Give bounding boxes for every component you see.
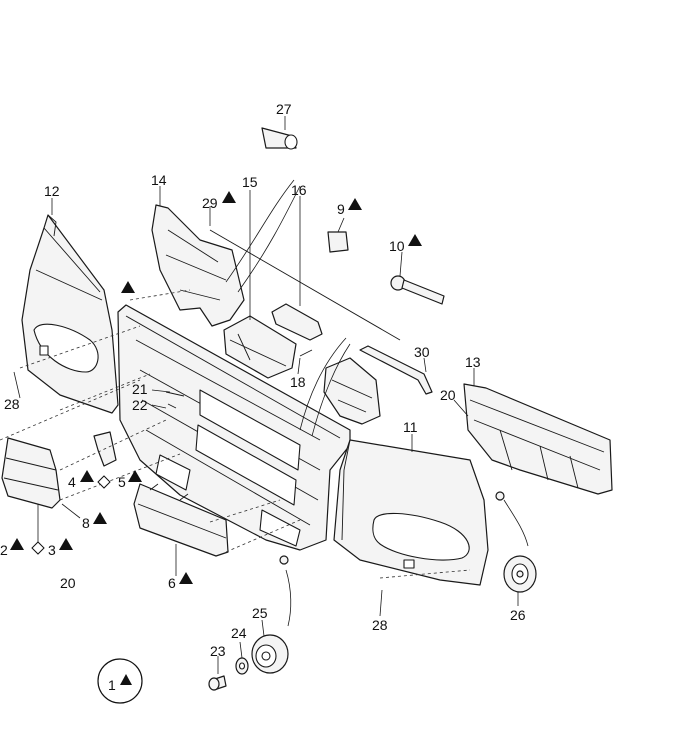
callout-21: 21	[132, 381, 148, 397]
triangle-icon	[59, 538, 73, 550]
washer-24	[235, 657, 249, 675]
link-arm	[359, 345, 433, 395]
triangle-icon	[128, 470, 142, 482]
clip-part	[327, 231, 349, 253]
mount-bracket	[271, 303, 323, 341]
pulley-26	[503, 555, 537, 593]
callout-26: 26	[510, 607, 526, 623]
callout-28-right: 28	[372, 617, 388, 633]
triangle-icon	[121, 281, 135, 293]
left-corner-panel	[21, 214, 119, 414]
right-corner-panel	[333, 439, 489, 586]
callout-23: 23	[210, 643, 226, 659]
center-bracket	[323, 357, 381, 425]
callout-4: 4	[68, 474, 76, 490]
left-bracket-assembly	[151, 204, 245, 327]
spring-pin	[299, 349, 313, 357]
callout-10: 10	[389, 238, 405, 254]
callout-1: 1	[108, 677, 116, 693]
grille-frame	[117, 304, 351, 551]
triangle-icon	[348, 198, 362, 210]
callout-24: 24	[231, 625, 247, 641]
triangle-icon	[120, 674, 132, 685]
callout-18: 18	[290, 374, 306, 390]
callout-12: 12	[44, 183, 60, 199]
triangle-icon	[222, 191, 236, 203]
plug-fitting	[261, 127, 298, 150]
callout-8: 8	[82, 515, 90, 531]
triangle-icon	[10, 538, 24, 550]
long-rod	[209, 229, 401, 341]
callouts: 12 14 15 16 27 29 9 10 30 13 20 11 18 21…	[0, 101, 526, 693]
callout-25: 25	[252, 605, 268, 621]
diamond-icon	[97, 475, 111, 489]
callout-14: 14	[151, 172, 167, 188]
right-bracket-assembly	[463, 383, 613, 495]
callout-22: 22	[132, 397, 148, 413]
triangle-icon	[93, 512, 107, 524]
callout-20-left: 20	[60, 575, 76, 591]
callout-9: 9	[337, 201, 345, 217]
leader-lines	[13, 116, 519, 674]
callout-15: 15	[242, 174, 258, 190]
callout-13: 13	[465, 354, 481, 370]
callout-27: 27	[276, 101, 292, 117]
triangle-icon	[179, 572, 193, 584]
circle-badge	[97, 658, 143, 704]
triangle-icon	[408, 234, 422, 246]
assembly-arrows	[225, 179, 529, 627]
callout-16: 16	[291, 182, 307, 198]
pulley-25	[251, 634, 289, 674]
callout-2: 2	[0, 542, 8, 558]
nut-part	[279, 491, 505, 565]
callout-3: 3	[48, 542, 56, 558]
callout-29: 29	[202, 195, 218, 211]
callout-20-right: 20	[440, 387, 456, 403]
callout-5: 5	[118, 474, 126, 490]
callout-28-left: 28	[4, 396, 20, 412]
adjuster-bolt	[390, 275, 445, 305]
diamond-icon	[31, 541, 45, 555]
callout-6: 6	[168, 575, 176, 591]
callout-11: 11	[403, 419, 418, 435]
bolt-23	[208, 675, 227, 691]
assembly-lines	[0, 289, 471, 579]
small-pin	[165, 391, 185, 409]
left-lower-deflector	[1, 437, 61, 509]
symbols	[10, 191, 422, 704]
callout-30: 30	[414, 344, 430, 360]
center-lower-deflector	[133, 483, 229, 557]
triangle-icon	[80, 470, 94, 482]
